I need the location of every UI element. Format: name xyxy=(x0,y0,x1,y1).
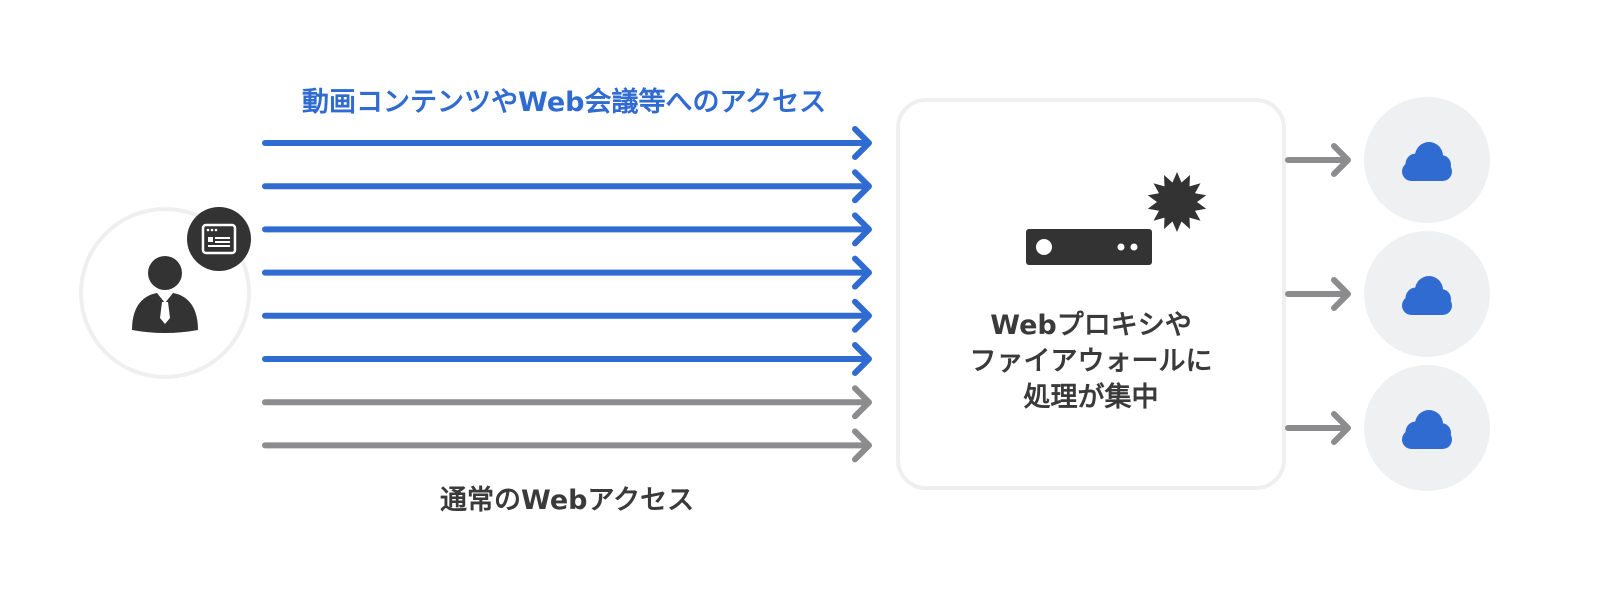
proxy-label-line-1: Webプロキシや xyxy=(990,310,1192,341)
cloud-services xyxy=(1285,97,1490,491)
video-access-arrow xyxy=(262,342,872,376)
proxy-label-line-2: ファイアウォールに xyxy=(969,346,1213,377)
cloud-icon xyxy=(1402,142,1452,181)
video-access-arrow xyxy=(262,212,872,247)
video-access-arrow xyxy=(262,169,872,204)
user-icon xyxy=(132,256,198,333)
overload-burst-icon xyxy=(1147,172,1207,232)
proxy-node xyxy=(896,98,1286,490)
normal-access-label: 通常のWebアクセス xyxy=(440,485,695,516)
video-access-arrow xyxy=(262,255,872,290)
outbound-arrow xyxy=(1285,143,1351,177)
proxy-label-line-3: 処理が集中 xyxy=(1023,382,1159,413)
cloud-service-node xyxy=(1364,365,1490,491)
cloud-icon xyxy=(1402,410,1452,449)
user-node xyxy=(79,207,251,379)
video-access-arrow xyxy=(262,126,872,160)
cloud-service-node xyxy=(1364,97,1490,223)
cloud-icon xyxy=(1402,276,1452,315)
server-icon xyxy=(1026,229,1152,265)
normal-access-arrow xyxy=(262,428,872,463)
video-access-arrow xyxy=(262,298,872,333)
browser-window-icon xyxy=(187,207,251,271)
cloud-service-node xyxy=(1364,231,1490,357)
outbound-arrow xyxy=(1285,411,1351,445)
access-arrows xyxy=(262,126,872,463)
video-access-label: 動画コンテンツやWeb会議等へのアクセス xyxy=(302,87,827,118)
proxy-box xyxy=(896,98,1286,490)
outbound-arrow xyxy=(1285,277,1351,311)
proxy-description: Webプロキシや ファイアウォールに 処理が集中 xyxy=(898,308,1284,416)
normal-access-arrow xyxy=(262,385,872,420)
